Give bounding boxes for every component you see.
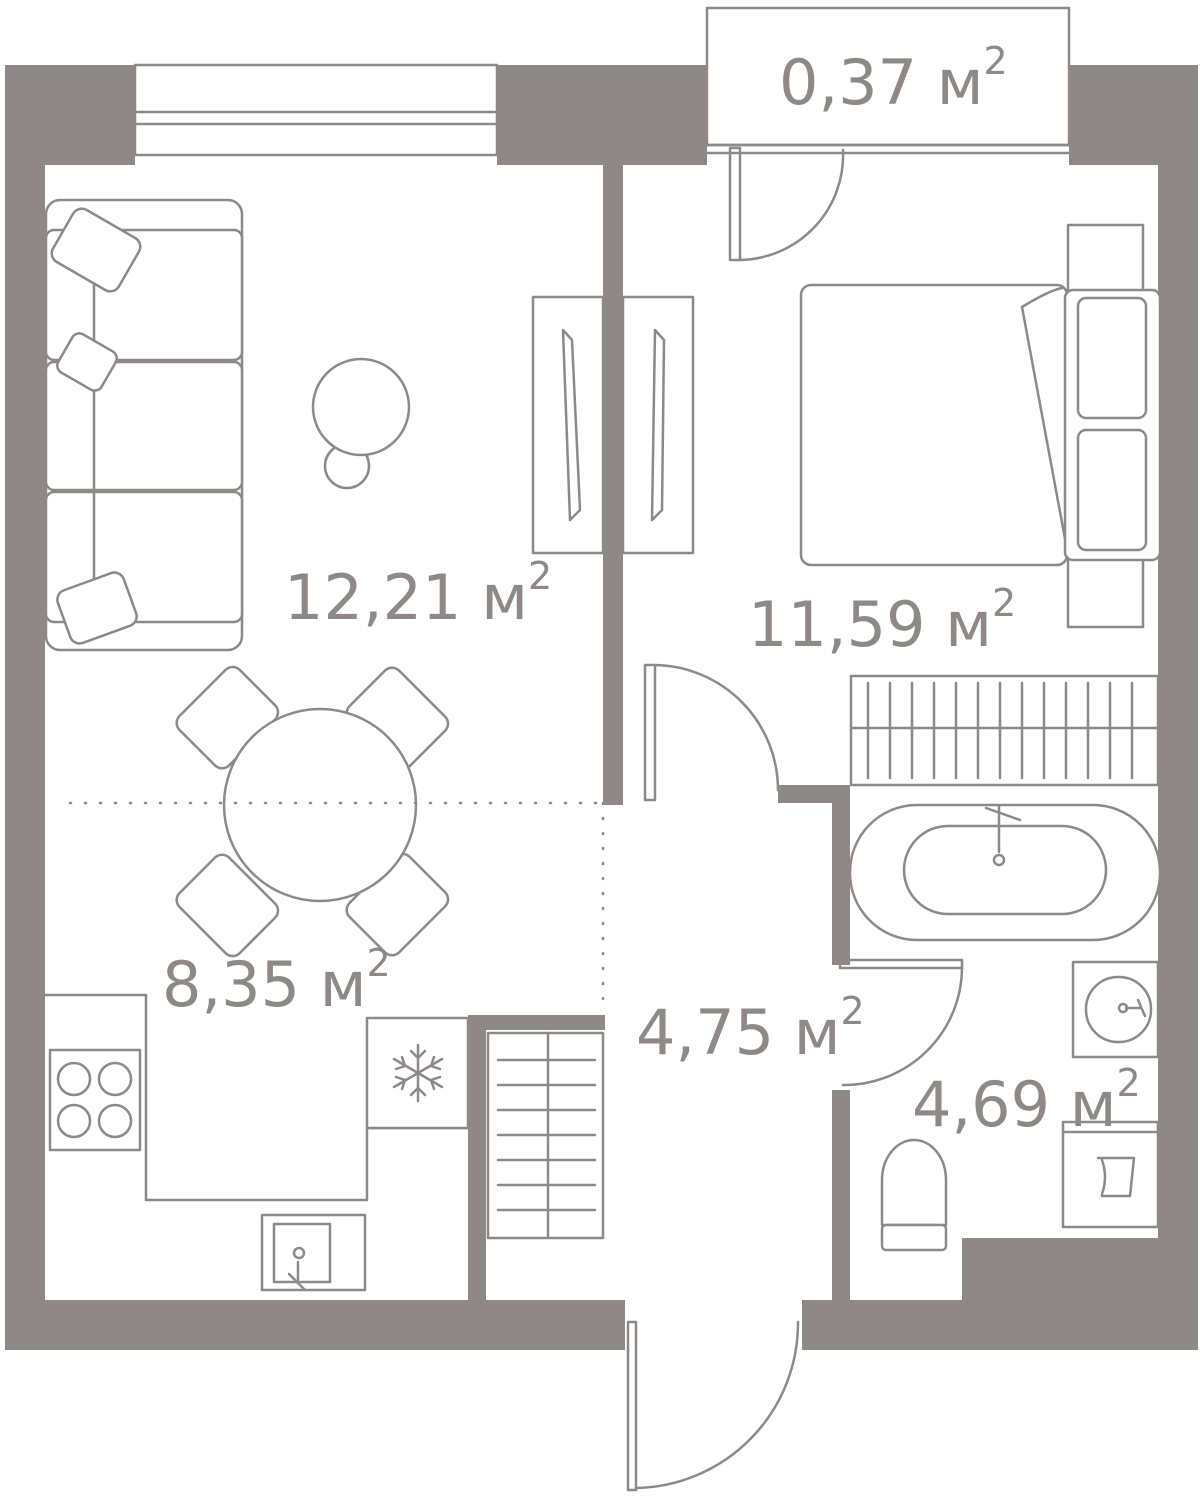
washbasin-icon [1071,960,1160,1059]
dining-table-icon [175,665,450,958]
area-label-hall: 4,75 м2 [636,989,865,1069]
sofa-icon [44,198,244,652]
area-labels: 0,37 м2 12,21 м2 11,59 м2 8,35 м2 4,75 м… [162,39,1141,1141]
wardrobe-icon [849,674,1160,787]
coffee-table-icon [311,357,411,490]
area-label-bedroom: 11,59 м2 [748,581,1016,661]
zone-divider [68,801,605,1012]
sink-icon [260,1213,367,1292]
area-label-kitchen: 8,35 м2 [162,941,391,1021]
walls [5,65,1198,1350]
door-icon [728,146,845,262]
wardrobe-icon [486,1031,605,1240]
balcony [705,6,1071,155]
stove-icon [48,1048,142,1152]
area-label-living: 12,21 м2 [284,554,552,634]
area-label-balcony: 0,37 м2 [779,39,1008,119]
bathtub-icon [848,803,1162,942]
toilet-icon [880,1138,948,1252]
area-label-bathroom: 4,69 м2 [912,1061,1141,1141]
wardrobe-icon [531,295,695,555]
window-icon [133,63,499,157]
door-icon [626,1320,800,1492]
chair-icon [175,665,450,958]
door-icon [643,663,780,802]
bed-icon [799,223,1162,629]
door-icon [838,958,964,1087]
fridge-icon [392,1043,444,1103]
washing-machine-icon [1061,1120,1160,1229]
